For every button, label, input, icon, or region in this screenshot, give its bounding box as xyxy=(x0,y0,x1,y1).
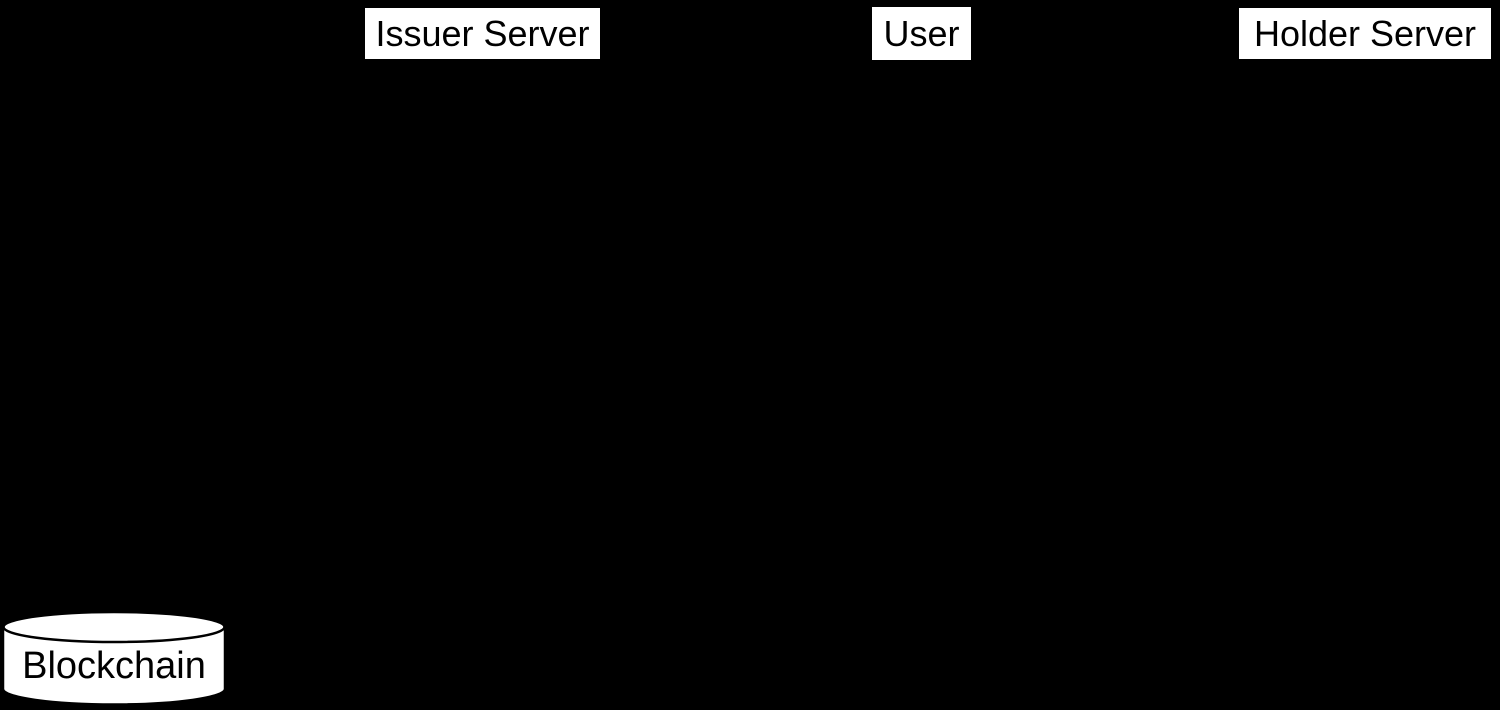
participant-user-label: User xyxy=(883,12,960,54)
participant-issuer-server-label: Issuer Server xyxy=(375,12,590,54)
participant-holder-server: Holder Server xyxy=(1237,6,1493,61)
participant-blockchain-label: Blockchain xyxy=(22,645,206,687)
participant-user: User xyxy=(870,5,973,62)
participant-blockchain: Blockchain xyxy=(0,610,228,710)
database-cylinder-icon xyxy=(1,610,227,706)
participant-holder-server-label: Holder Server xyxy=(1253,12,1477,54)
participant-issuer-server: Issuer Server xyxy=(363,6,602,61)
